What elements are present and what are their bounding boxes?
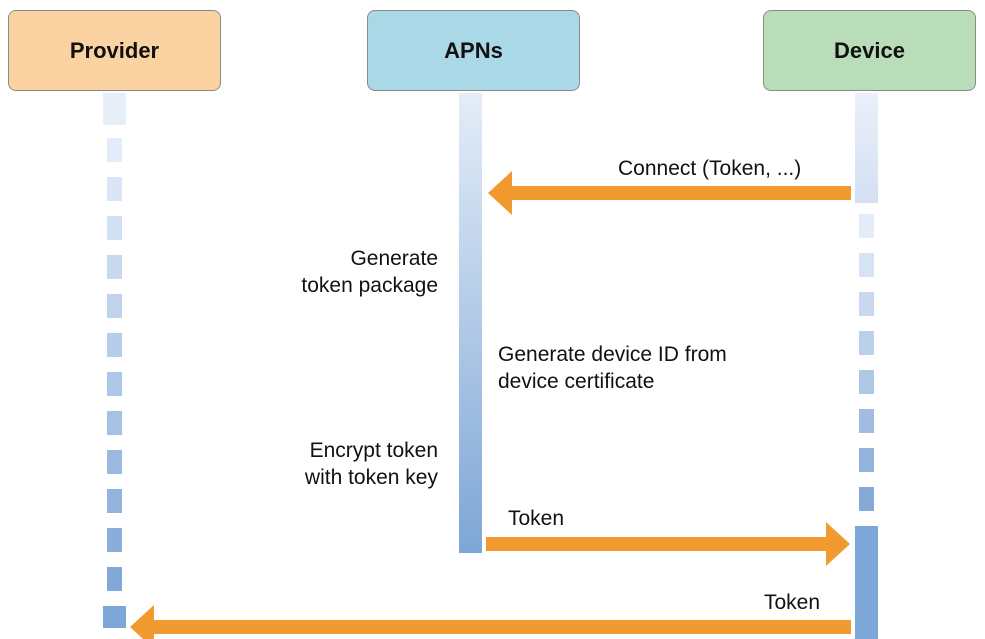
device-lifeline-dash <box>859 370 874 394</box>
provider-lifeline-dash <box>107 528 122 552</box>
actor-apns-label: APNs <box>444 37 503 63</box>
note-generate-package-line1: Generate <box>350 247 438 270</box>
device-lifeline-dash <box>859 292 874 316</box>
provider-activation-top <box>103 93 126 125</box>
note-device-id: Generate device ID from device certifica… <box>498 341 727 395</box>
connect-arrow <box>488 171 851 215</box>
token-arrow-to-device <box>486 522 850 566</box>
provider-lifeline-dash <box>107 489 122 513</box>
apns-activation-bar <box>459 93 482 553</box>
note-encrypt-line1: Encrypt token <box>309 439 438 462</box>
provider-lifeline-dash <box>107 177 122 201</box>
actor-provider: Provider <box>8 10 221 91</box>
provider-lifeline-dash <box>107 411 122 435</box>
provider-lifeline-dash <box>107 255 122 279</box>
provider-lifeline-dash <box>107 333 122 357</box>
actor-provider-label: Provider <box>69 37 160 63</box>
device-activation-top <box>855 93 878 203</box>
device-lifeline-dash <box>859 409 874 433</box>
actor-apns: APNs <box>367 10 580 91</box>
provider-lifeline-dash <box>107 567 122 591</box>
provider-lifeline <box>103 93 126 591</box>
device-lifeline-dash <box>859 214 874 238</box>
connect-message-label: Connect (Token, ...) <box>618 157 802 180</box>
actor-device-label: Device <box>834 37 905 63</box>
device-lifeline-dash <box>859 487 874 511</box>
provider-lifeline-dash <box>107 294 122 318</box>
device-lifeline-dash <box>859 253 874 277</box>
provider-lifeline-dash <box>107 450 122 474</box>
device-lifeline-dash <box>859 448 874 472</box>
note-encrypt-line2: with token key <box>304 466 438 489</box>
token-arrow-to-provider <box>130 605 851 639</box>
device-lifeline-dash <box>859 331 874 355</box>
note-device-id-line1: Generate device ID from <box>498 343 727 366</box>
provider-activation-bottom <box>103 606 126 628</box>
note-generate-package: Generate token package <box>301 245 438 299</box>
token-to-provider-label: Token <box>764 591 821 614</box>
device-activation-bottom <box>855 526 878 639</box>
device-lifeline <box>859 214 874 511</box>
note-generate-package-line2: token package <box>301 274 438 297</box>
actor-device: Device <box>763 10 976 91</box>
provider-lifeline-dash <box>107 138 122 162</box>
note-encrypt-token: Encrypt token with token key <box>305 437 438 491</box>
token-to-device-label: Token <box>508 507 565 530</box>
provider-lifeline-dash <box>107 372 122 396</box>
provider-lifeline-dash <box>107 216 122 240</box>
note-device-id-line2: device certificate <box>498 370 655 393</box>
